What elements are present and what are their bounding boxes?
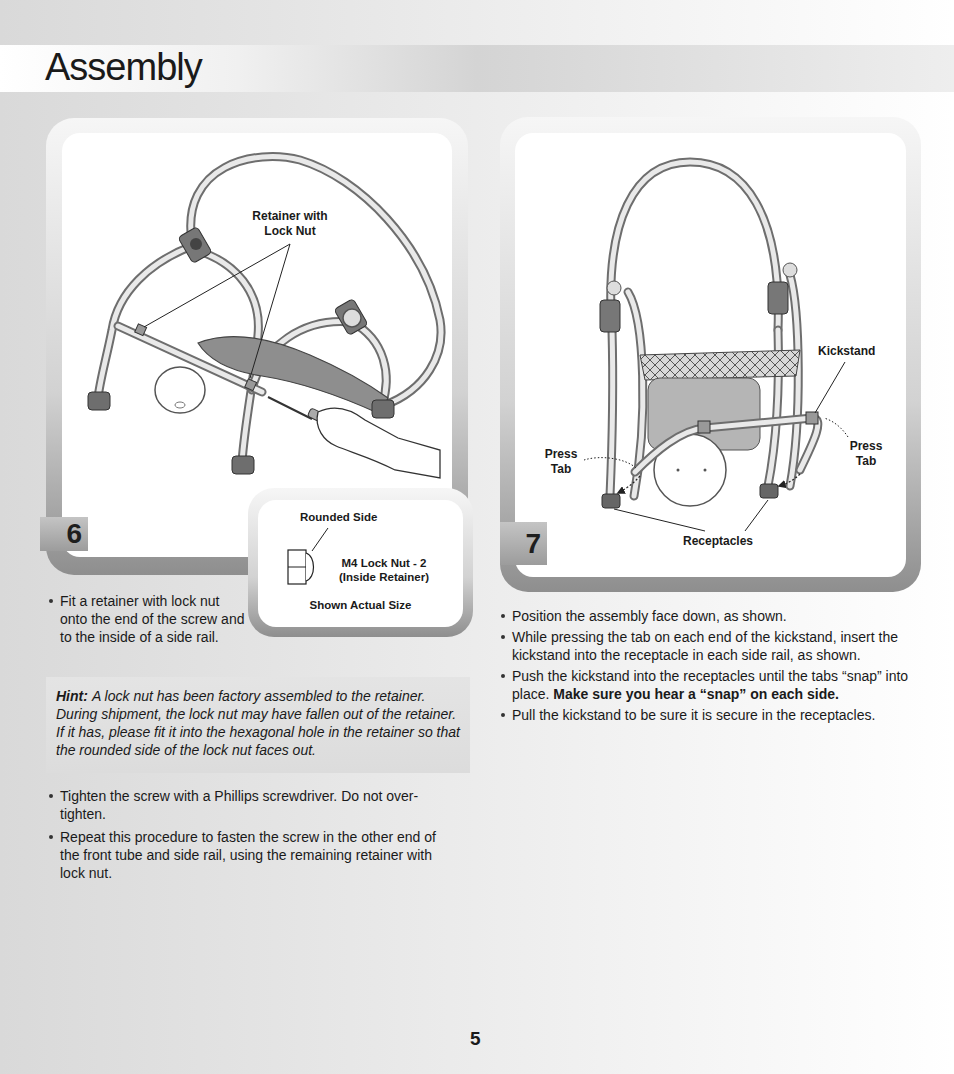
part-label: Kickstand [818,344,875,359]
lock-nut-symbol [288,550,314,584]
instruction-step: Position the assembly face down, as show… [512,607,917,625]
bullet-dot [501,614,505,618]
instruction-text: Tighten the screw with a Phillips screwd… [60,788,418,822]
instruction-step: Fit a retainer with lock nut onto the en… [60,592,245,646]
tube [790,275,798,486]
instruction-step: Push the kickstand into the receptacles … [512,667,917,703]
instruction-text: Make sure you hear a “snap” on each side… [553,686,839,702]
hinge-cap [607,281,621,295]
instruction-step: Repeat this procedure to fasten the scre… [60,828,445,882]
page-title: Assembly [45,44,202,90]
retainer [135,324,147,336]
panel-ground [515,133,906,577]
leader-line [584,458,636,468]
leader-line [824,418,848,437]
leader-line [312,528,328,551]
step-panel: 6 [46,118,468,575]
leader-line [144,244,290,327]
step-number: 6 [40,517,88,551]
nut-rounded-side [306,553,314,581]
screwdriver-shaft [268,397,312,419]
kickstand-tube [635,418,818,472]
hint-heading: Hint: [56,688,88,704]
hinge [334,299,368,336]
seat-bar [198,337,388,414]
nut-edge [288,567,306,568]
clip [698,421,710,433]
bouncer-frame [600,162,818,508]
step-number: 7 [500,522,547,565]
bullet-dot [501,713,505,717]
instruction-step: While pressing the tab on each end of th… [512,628,917,664]
tube [790,275,798,486]
inset-box: Rounded Side M4 Lock Nut - 2 (Inside Reta… [248,488,473,637]
part-label: Press Tab [540,447,582,477]
seat-fabric [640,350,800,380]
instruction-text: Pull the kickstand to be sure it is secu… [512,707,875,723]
title-band [0,45,954,92]
foot [372,400,394,418]
inset-frame [248,488,473,637]
leader-line [614,509,705,531]
leader-line [815,362,845,413]
instruction-step: Pull the kickstand to be sure it is secu… [512,706,917,724]
hinge [768,282,788,314]
bullet-dot [501,635,505,639]
hinge [178,227,212,264]
bullet-dot [49,794,53,798]
receptacle [602,494,620,508]
part-label: Retainer with Lock Nut [250,209,330,239]
part-label: Receptacles [683,534,753,549]
hand [317,408,440,478]
retainer [245,379,257,391]
leader-line [250,244,290,378]
tube [610,330,613,496]
tube [610,330,613,496]
part-label: Press Tab [845,439,887,469]
nut-body [288,550,306,584]
inset-ground [258,500,463,627]
foot [88,392,110,410]
part-note: Shown Actual Size [278,598,443,612]
foot [232,456,254,474]
hinge-knob [343,309,361,327]
insert-arrow [779,474,800,486]
insert-arrow [618,476,640,493]
clip [806,412,818,424]
panel-frame [500,117,921,592]
hinge-knob [190,238,202,250]
bouncer-frame [88,157,441,478]
receptacle [760,484,778,498]
hinge-cap [783,263,797,277]
part-note: Rounded Side [300,510,377,524]
motor-logo [175,402,185,408]
instruction-text: While pressing the tab on each end of th… [512,629,898,663]
screw-dot [704,469,707,472]
hinge [600,300,620,332]
leader-line [745,500,768,531]
kickstand-tube [635,418,818,472]
instruction-text: Repeat this procedure to fasten the scre… [60,829,436,881]
motor-unit [155,367,205,413]
hint-text: A lock nut has been factory assembled to… [56,688,460,758]
instruction-step: Tighten the screw with a Phillips screwd… [60,787,445,823]
bullet-dot [49,835,53,839]
bullet-dot [49,599,53,603]
part-name: M4 Lock Nut - 2 (Inside Retainer) [328,556,440,584]
instruction-text: Position the assembly face down, as show… [512,608,787,624]
bullet-dot [501,674,505,678]
instruction-text: Fit a retainer with lock nut onto the en… [60,593,244,645]
page-number: 5 [470,1028,481,1050]
screw-dot [677,469,680,472]
hint-box: Hint:A lock nut has been factory assembl… [46,677,470,773]
